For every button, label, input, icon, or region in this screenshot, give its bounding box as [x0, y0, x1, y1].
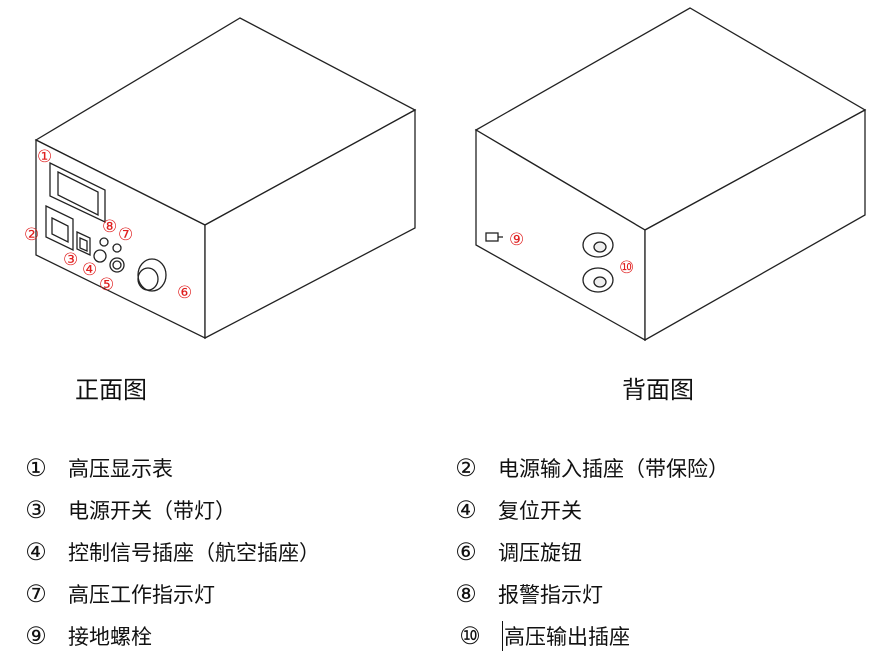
legend-num: ⑥	[455, 538, 477, 566]
legend-num: ②	[455, 454, 477, 482]
legend-item: ③ 电源开关（带灯）	[16, 495, 236, 525]
legend-label: 复位开关	[498, 499, 582, 523]
back-markers: ⑨ ⑩	[509, 230, 634, 278]
legend-num: ⑦	[25, 580, 47, 608]
legend-item: ⑩ 高压输出插座	[450, 621, 630, 651]
marker-4: ④	[82, 260, 97, 280]
legend-item: ⑥ 调压旋钮	[446, 537, 582, 567]
front-box	[34, 17, 417, 340]
legend-label: 报警指示灯	[498, 583, 603, 607]
legend-num: ④	[25, 538, 47, 566]
marker-1: ①	[37, 147, 52, 167]
legend-item: ⑦ 高压工作指示灯	[16, 579, 215, 609]
back-box	[474, 7, 867, 342]
legend-item: ⑨ 接地螺栓	[16, 621, 152, 651]
front-markers: ① ② ③ ④ ⑤ ⑥ ⑦ ⑧	[24, 147, 192, 303]
adjust-knob	[137, 258, 167, 292]
legend-item: ① 高压显示表	[16, 453, 173, 483]
marker-7: ⑦	[118, 225, 133, 245]
back-view-caption: 背面图	[622, 376, 694, 404]
legend-label: 电源开关（带灯）	[68, 499, 236, 523]
front-view-caption: 正面图	[75, 376, 147, 404]
legend-item: ④ 控制信号插座（航空插座）	[16, 537, 320, 567]
hv-lamp	[112, 243, 122, 253]
ground-bolt	[485, 232, 503, 242]
marker-10: ⑩	[619, 258, 634, 278]
legend-label: 控制信号插座（航空插座）	[68, 541, 320, 565]
power-inlet	[45, 204, 74, 252]
legend-label: 接地螺栓	[68, 625, 152, 649]
legend-label: 高压工作指示灯	[68, 583, 215, 607]
legend-num: ⑩	[459, 622, 481, 650]
reset-switch	[93, 249, 107, 263]
hv-output-socket	[582, 232, 614, 293]
legend-label: 调压旋钮	[498, 541, 582, 565]
marker-8: ⑧	[102, 217, 117, 237]
legend-num: ①	[25, 454, 47, 482]
legend-item: ⑧ 报警指示灯	[446, 579, 603, 609]
marker-6: ⑥	[177, 283, 192, 303]
power-switch	[76, 230, 91, 257]
control-socket	[109, 257, 125, 273]
marker-2: ②	[24, 225, 39, 245]
legend-label: 高压输出插座	[502, 621, 630, 651]
legend-item: ② 电源输入插座（带保险）	[446, 453, 729, 483]
alarm-lamp	[99, 237, 109, 247]
legend-item: ④ 复位开关	[446, 495, 582, 525]
legend-label: 高压显示表	[68, 457, 173, 481]
legend-num: ⑧	[455, 580, 477, 608]
marker-5: ⑤	[99, 275, 114, 295]
marker-9: ⑨	[509, 230, 524, 250]
display-meter	[49, 161, 106, 224]
legend-label: 电源输入插座（带保险）	[498, 457, 729, 481]
legend-num: ⑨	[25, 622, 47, 650]
legend-num: ④	[455, 496, 477, 524]
marker-3: ③	[63, 250, 78, 270]
legend-num: ③	[25, 496, 47, 524]
